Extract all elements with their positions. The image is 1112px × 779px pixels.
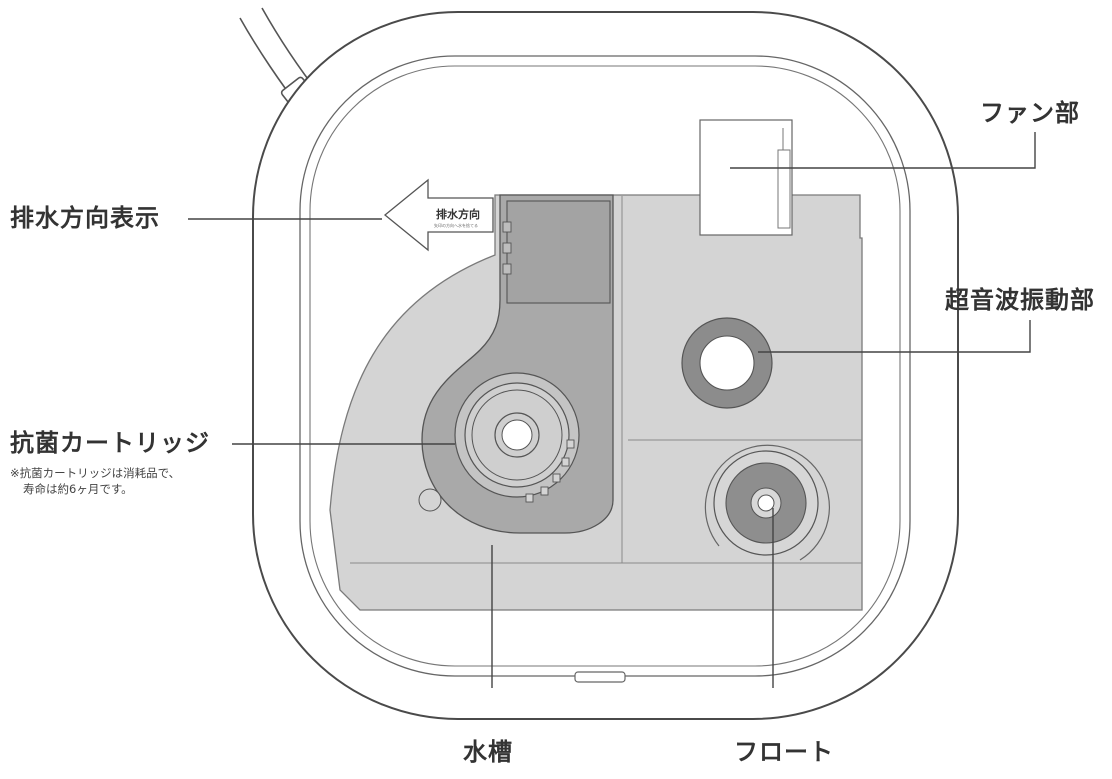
- leader-lines: [188, 132, 1036, 688]
- float-label: フロート: [734, 738, 834, 766]
- cartridge-label: 抗菌カートリッジ: [10, 429, 210, 457]
- fan-unit: [699, 119, 793, 236]
- drain-direction-label: 排水方向表示: [10, 204, 160, 232]
- tank-label: 水槽: [463, 738, 513, 766]
- float: [704, 444, 830, 561]
- ultrasonic-transducer: [681, 317, 773, 409]
- cartridge-note-line1: ※抗菌カートリッジは消耗品で、: [10, 466, 181, 480]
- fan-label: ファン部: [980, 99, 1080, 127]
- bottom-tab: [574, 671, 626, 683]
- drain-arrow-sign: 排水方向 矢印の方向へ水を捨てる: [383, 178, 494, 252]
- ultrasonic-label: 超音波振動部: [945, 286, 1095, 314]
- arrow-sign-sub: 矢印の方向へ水を捨てる: [434, 222, 478, 228]
- cartridge-housing: [418, 194, 614, 534]
- ultrasonic-leader: [758, 320, 1031, 353]
- fan-leader: [730, 132, 1036, 169]
- cartridge-note-line2: 寿命は約6ヶ月です。: [23, 482, 133, 496]
- arrow-sign-main: 排水方向: [436, 207, 480, 221]
- inner-rim-2: [309, 65, 901, 667]
